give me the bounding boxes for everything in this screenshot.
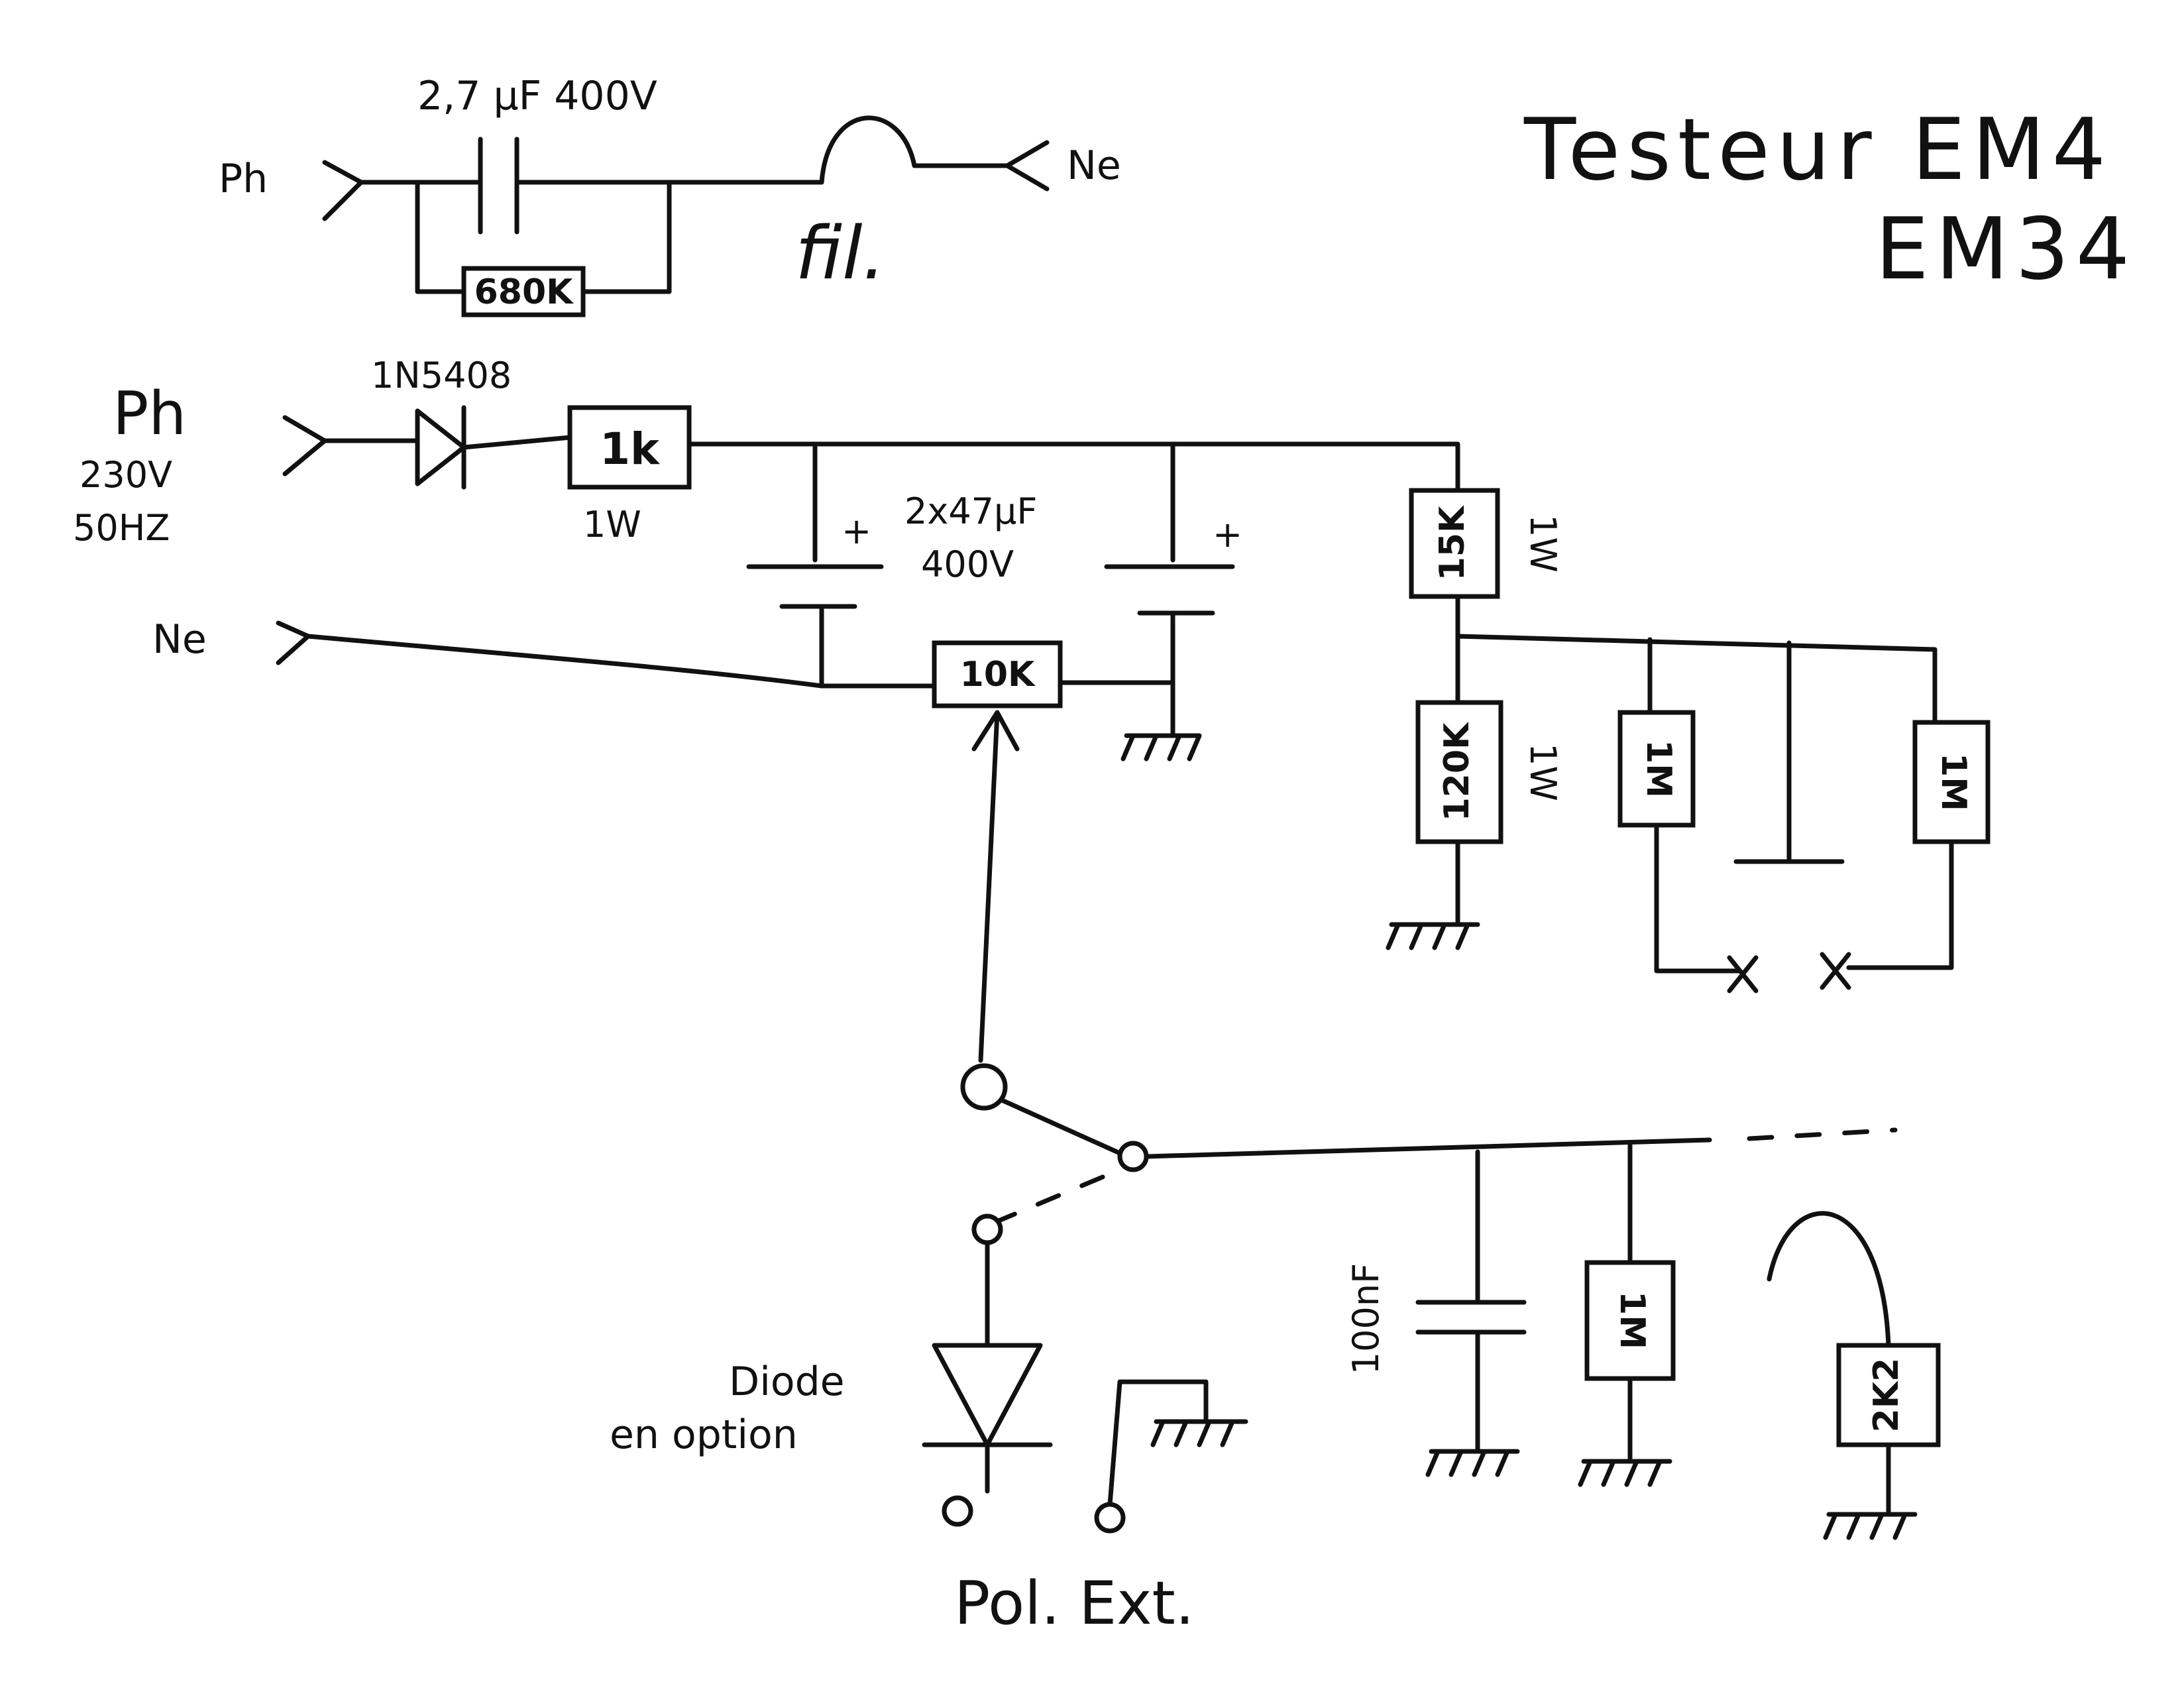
- wire-main-rail: [686, 441, 1460, 493]
- resistor-1m-left: [1617, 710, 1696, 828]
- output-section: 100nF 1M 2K2 Diode en option Pol. Ext.: [610, 1063, 1941, 1638]
- external-pol-contact-2: [1094, 1502, 1126, 1534]
- top-capacitor-label: 2,7 µF 400V: [417, 73, 657, 119]
- wire: [1654, 822, 1742, 974]
- top-phase-terminal: [322, 160, 364, 221]
- filter-caps-voltage: 400V: [921, 543, 1014, 585]
- switch-alt-position: [991, 1167, 1122, 1225]
- wire: [580, 180, 672, 294]
- switch-diode-contact: [971, 1213, 1003, 1245]
- supply-phase-label: Ph: [113, 379, 186, 449]
- filter-capacitor-right-symbol: [1104, 564, 1235, 616]
- external-pol-contact-1: [942, 1495, 973, 1527]
- external-pol-label: Pol. Ext.: [954, 1569, 1194, 1638]
- grid-lead: [1767, 1211, 1891, 1348]
- top-capacitor-symbol: [478, 137, 519, 235]
- supply-phase-terminal: [282, 415, 327, 477]
- fuse-wire-symbol: [819, 115, 1010, 185]
- optional-diode-symbol: [922, 1343, 1053, 1447]
- ground-symbol: [1120, 680, 1202, 761]
- resistor-2k2-label: 2K2: [1867, 1358, 1906, 1433]
- potentiometer-wiper: [971, 710, 1020, 1063]
- wire: [1846, 839, 1954, 970]
- top-neutral-label: Ne: [1067, 142, 1121, 189]
- resistor-1m-right: [1912, 720, 1991, 844]
- diode-label-line2: en option: [610, 1412, 798, 1458]
- top-resistor-label: 680K: [474, 272, 574, 312]
- switch-common-contact: [960, 1063, 1008, 1111]
- resistor-120k-power: 1W: [1522, 743, 1564, 801]
- top-neutral-terminal: [1005, 140, 1050, 192]
- title-line1: Testeur EM4: [1523, 101, 2112, 199]
- switch-lever: [999, 1098, 1122, 1156]
- resistor-120k-label: 120K: [1437, 722, 1477, 822]
- diode-label-line1: Diode: [729, 1359, 845, 1405]
- resistor-2k2: [1836, 1343, 1941, 1447]
- wire: [461, 435, 573, 450]
- filter-cap-right-plus: +: [1213, 514, 1242, 555]
- supply-frequency-label: 50HZ: [73, 507, 170, 549]
- ground-symbol: [1578, 1376, 1672, 1487]
- electrode-plate-symbol: [1733, 640, 1845, 864]
- wire-output-rail-continuation: [1747, 1127, 1898, 1141]
- ground-symbol: [1823, 1442, 1918, 1540]
- diode-1n5408-symbol: [415, 405, 466, 490]
- diode-label: 1N5408: [371, 355, 512, 396]
- switch-output-contact: [1117, 1141, 1149, 1172]
- fuse-label: fil.: [795, 211, 886, 296]
- wire-output-rail: [1144, 1137, 1712, 1159]
- resistor-15k: [1409, 488, 1500, 599]
- filter-caps-value: 2x47µF: [904, 490, 1037, 532]
- capacitor-100nf-symbol: [1415, 1149, 1527, 1454]
- potentiometer-10k: [932, 640, 1063, 708]
- resistor-1m-load: [1584, 1260, 1676, 1381]
- resistor-15k-power: 1W: [1522, 514, 1564, 573]
- resistor-1m-load-label: 1M: [1612, 1291, 1652, 1349]
- title-line2: EM34: [1875, 200, 2136, 299]
- supply-neutral-terminal: [276, 620, 311, 665]
- test-point-left-icon: [1727, 955, 1759, 993]
- test-point-right-icon: [1820, 952, 1851, 990]
- filter-cap-left-plus: +: [842, 510, 871, 552]
- resistor-1m-right-label: 1M: [1934, 753, 1973, 811]
- filter-capacitor-left-symbol: [746, 564, 884, 609]
- external-pol-ground: [1107, 1379, 1248, 1507]
- wire-divider-rail: [1455, 634, 1938, 725]
- capacitor-100nf-label: 100nF: [1345, 1263, 1387, 1375]
- ground-symbol: [1425, 1449, 1520, 1477]
- resistor-1k-label: 1k: [600, 423, 661, 475]
- supply-neutral-label: Ne: [152, 616, 207, 663]
- divider-section: 15K 1W 120K 1W 1M 1M: [1386, 488, 1991, 993]
- resistor-1k-power: 1W: [583, 504, 641, 545]
- wire-neutral: [305, 634, 937, 689]
- potentiometer-label: 10K: [960, 655, 1036, 695]
- supply-section: Ph 230V 50HZ 1N5408 1k 1W + + 2x47µF 400…: [73, 355, 1460, 1063]
- wire: [415, 180, 466, 294]
- resistor-15k-label: 15K: [1433, 505, 1472, 581]
- resistor-1k: [567, 405, 692, 490]
- ground-symbol: [1386, 839, 1480, 950]
- resistor-1m-left-label: 1M: [1639, 740, 1678, 798]
- top-phase-label: Ph: [219, 156, 268, 202]
- top-circuit: Ph 2,7 µF 400V 680K fil. Ne: [219, 73, 1121, 317]
- supply-voltage-label: 230V: [80, 454, 172, 496]
